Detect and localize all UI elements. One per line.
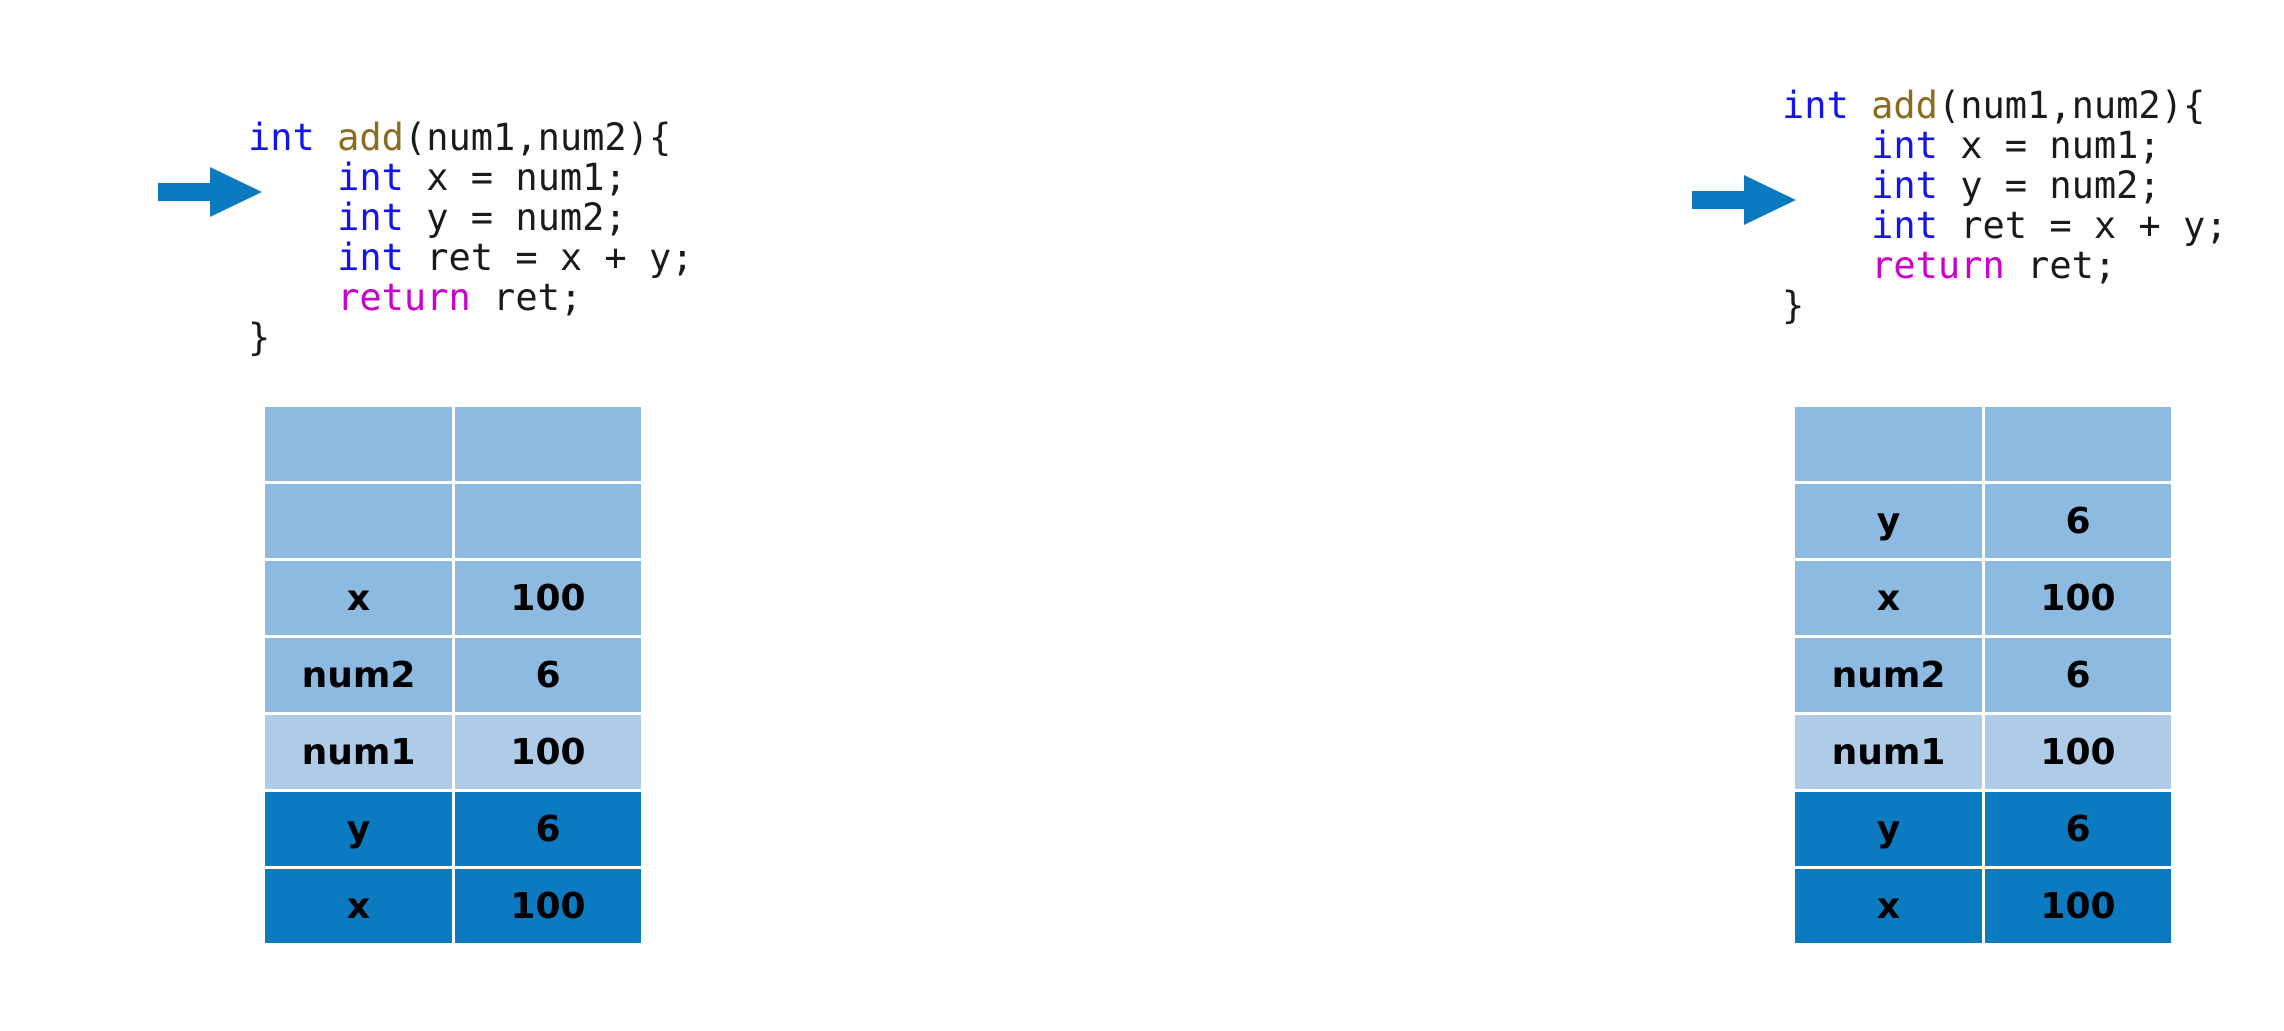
stack-frame-panel-2: int add(num1,num2){ int x = num1; int y … bbox=[820, 0, 2228, 1031]
variable-value-cell: 100 bbox=[1985, 869, 2171, 943]
code-token: int bbox=[1871, 124, 1961, 167]
variable-name-cell: y bbox=[265, 792, 452, 866]
code-token: add bbox=[1871, 84, 1938, 127]
code-token: int bbox=[1871, 164, 1961, 207]
code-line: int ret = x + y; bbox=[1782, 204, 2228, 247]
execution-pointer-arrow-2 bbox=[1692, 175, 1796, 225]
variable-value-cell: 6 bbox=[1985, 484, 2171, 558]
code-token: int bbox=[1782, 84, 1872, 127]
code-token: (num1,num2){ bbox=[1937, 84, 2206, 127]
variable-value-cell: 100 bbox=[455, 715, 641, 789]
variable-name-cell: num2 bbox=[1795, 638, 1982, 712]
variable-value-cell bbox=[455, 484, 641, 558]
code-token: y = num2; bbox=[426, 196, 627, 239]
table-row bbox=[265, 407, 641, 481]
variable-value-cell: 6 bbox=[1985, 792, 2171, 866]
code-token: } bbox=[248, 316, 271, 359]
code-line: int ret = x + y; bbox=[248, 236, 694, 279]
variable-name-cell: x bbox=[1795, 561, 1982, 635]
variable-name-cell: y bbox=[1795, 484, 1982, 558]
code-token: int bbox=[337, 156, 427, 199]
execution-pointer-arrow-1 bbox=[158, 167, 262, 217]
code-line: return ret; bbox=[248, 278, 694, 318]
code-token: return bbox=[337, 276, 471, 319]
code-indent bbox=[248, 276, 337, 319]
code-token: int bbox=[337, 196, 427, 239]
code-token: ret; bbox=[470, 276, 583, 319]
variable-name-cell: x bbox=[1795, 869, 1982, 943]
variable-value-cell: 6 bbox=[455, 638, 641, 712]
stack-frame-panel-3: int add(num1,num2){ int x = num1; int y … bbox=[1480, 0, 2284, 1031]
code-listing-2: int add(num1,num2){ int x = num1; int y … bbox=[1782, 86, 2228, 326]
variable-name-cell bbox=[265, 407, 452, 481]
variable-name-cell: x bbox=[265, 869, 452, 943]
variable-value-cell: 100 bbox=[455, 561, 641, 635]
code-token: y = num2; bbox=[1960, 164, 2161, 207]
code-line: } bbox=[248, 318, 694, 358]
code-line: int add(num1,num2){ bbox=[248, 118, 694, 158]
variable-name-cell: x bbox=[265, 561, 452, 635]
variable-name-cell bbox=[1795, 407, 1982, 481]
code-line: return ret; bbox=[1782, 246, 2228, 286]
code-token: ret = x + y; bbox=[1960, 204, 2228, 247]
code-token: (num1,num2){ bbox=[403, 116, 672, 159]
code-token: return bbox=[1871, 244, 2005, 287]
table-row bbox=[1795, 407, 2171, 481]
code-line: int y = num2; bbox=[248, 198, 694, 238]
variable-value-cell bbox=[1985, 407, 2171, 481]
code-token: ret; bbox=[2004, 244, 2117, 287]
code-token: add bbox=[337, 116, 404, 159]
variable-name-cell bbox=[265, 484, 452, 558]
code-line: int add(num1,num2){ bbox=[1782, 86, 2228, 126]
variable-value-cell: 6 bbox=[455, 792, 641, 866]
variable-value-cell: 100 bbox=[1985, 715, 2171, 789]
code-token: } bbox=[1782, 284, 1805, 327]
code-listing-1: int add(num1,num2){ int x = num1; int y … bbox=[248, 118, 694, 358]
variable-value-cell: 100 bbox=[1985, 561, 2171, 635]
code-token: x = num1; bbox=[1960, 124, 2161, 167]
code-token: int bbox=[337, 236, 427, 279]
code-token: int bbox=[248, 116, 338, 159]
variable-name-cell: y bbox=[1795, 792, 1982, 866]
variable-name-cell: num2 bbox=[265, 638, 452, 712]
stack-frame-panel-1: int add(num1,num2){ int x = num1; int y … bbox=[0, 0, 820, 1031]
code-token: x = num1; bbox=[426, 156, 627, 199]
variable-name-cell: num1 bbox=[1795, 715, 1982, 789]
code-line: int x = num1; bbox=[248, 158, 694, 198]
code-indent bbox=[248, 236, 337, 279]
code-token: int bbox=[1871, 204, 1961, 247]
code-line: int x = num1; bbox=[1782, 126, 2228, 166]
code-token: ret = x + y; bbox=[426, 236, 694, 279]
table-row bbox=[265, 484, 641, 558]
code-line: int y = num2; bbox=[1782, 166, 2228, 206]
variable-value-cell bbox=[455, 407, 641, 481]
variable-name-cell: num1 bbox=[265, 715, 452, 789]
variable-value-cell: 100 bbox=[455, 869, 641, 943]
variable-value-cell: 6 bbox=[1985, 638, 2171, 712]
code-line: } bbox=[1782, 286, 2228, 326]
